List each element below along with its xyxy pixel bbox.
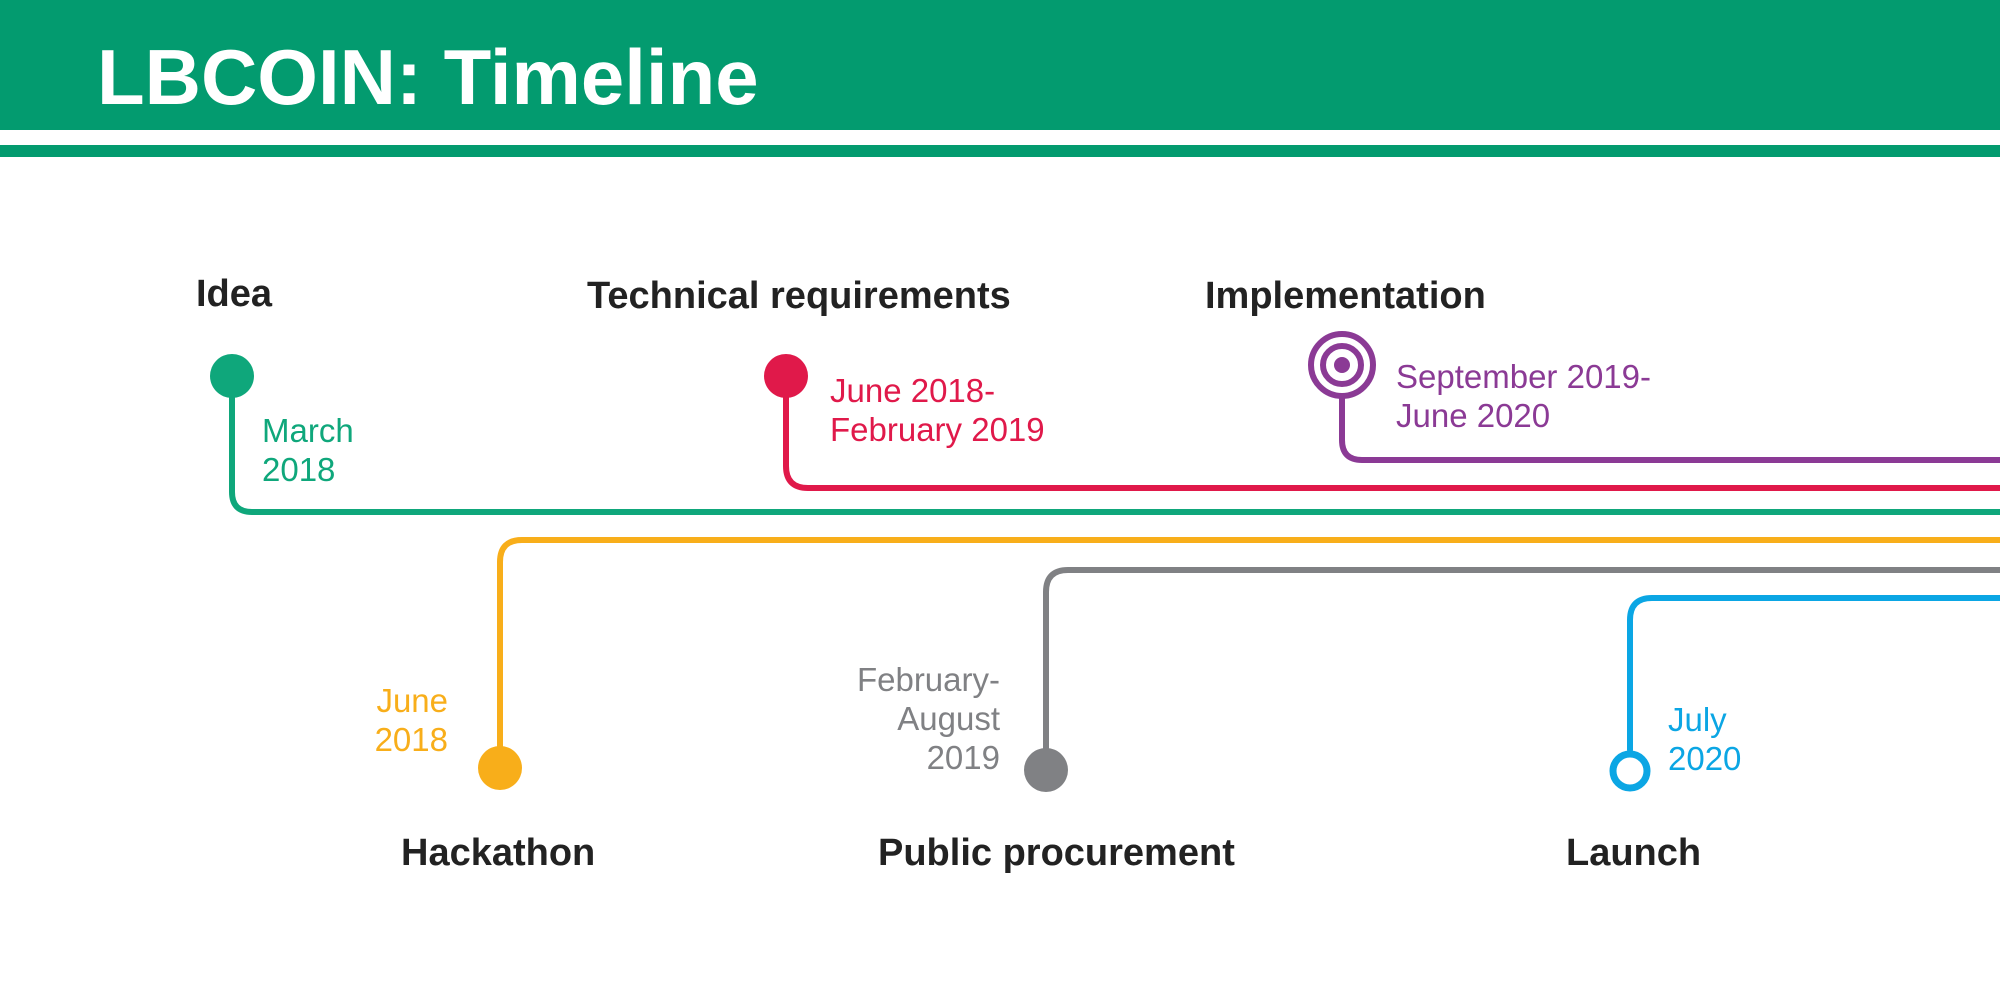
technical-requirements-title: Technical requirements <box>587 275 1011 317</box>
launch-ring-marker <box>1609 750 1651 792</box>
implementation-connector <box>1339 393 2000 463</box>
public-procurement-connector <box>1043 567 2000 773</box>
public-procurement-title: Public procurement <box>878 832 1235 874</box>
idea-marker <box>210 354 254 398</box>
page-title: LBCOIN: Timeline <box>97 33 759 121</box>
launch-date: July 2020 <box>1668 701 1742 777</box>
header-rule <box>0 145 2000 157</box>
hackathon-marker <box>478 746 522 790</box>
implementation-title: Implementation <box>1205 275 1486 317</box>
launch-connector <box>1627 595 2000 753</box>
idea-title: Idea <box>196 273 273 315</box>
hackathon-connector <box>497 537 2000 771</box>
launch-title: Launch <box>1566 832 1702 874</box>
idea-connector <box>229 373 2000 515</box>
public-procurement-marker <box>1024 748 1068 792</box>
technical-requirements-connector <box>783 373 2000 491</box>
implementation-date: September 2019- June 2020 <box>1396 358 1651 434</box>
public-procurement-date: February- August 2019 <box>856 661 1000 776</box>
hackathon-date: June 2018 <box>374 682 448 758</box>
technical-requirements-marker <box>764 354 808 398</box>
header-band <box>0 0 2000 130</box>
hackathon-title: Hackathon <box>401 832 596 874</box>
technical-requirements-date: June 2018- February 2019 <box>830 372 1045 448</box>
implementation-target-marker <box>1308 331 1376 399</box>
idea-date: March 2018 <box>262 412 354 488</box>
